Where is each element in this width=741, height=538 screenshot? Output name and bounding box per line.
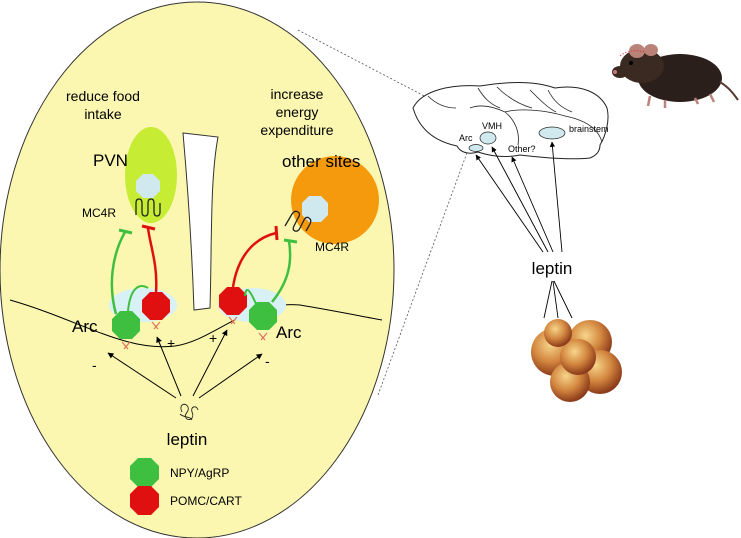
legend-pomc-label: POMC/CART	[170, 494, 242, 508]
npy-projection-right	[271, 240, 292, 303]
mouse-icon	[612, 44, 739, 108]
leptin-label-center: leptin	[167, 430, 208, 449]
reduce-food-intake-label-1: reduce food	[66, 88, 140, 104]
sign-minus-right: -	[265, 353, 270, 369]
leptin-label-right: leptin	[532, 259, 573, 278]
hypothalamus-floor	[9, 299, 383, 348]
brain-vmh-label: VMH	[482, 121, 502, 131]
npy-bar-left	[118, 228, 133, 235]
sign-plus-left: +	[167, 335, 175, 351]
leptin-receptor-left-pomc	[151, 321, 161, 330]
legend-pomc-swatch	[130, 486, 159, 515]
zoom-connector-bottom	[377, 149, 469, 396]
npy-neuron-right	[249, 302, 277, 330]
arc-label-right: Arc	[276, 323, 302, 342]
pomc-neuron-right	[219, 287, 247, 315]
fat-to-leptin-lines	[543, 280, 573, 319]
brain-other-label: Other?	[508, 144, 536, 154]
other-sites-nucleus	[302, 196, 328, 222]
leptin-arrows-right	[475, 141, 563, 253]
legend-npy-swatch	[130, 458, 159, 487]
mc4r-label-right: MC4R	[315, 240, 349, 254]
zoom-connector-top	[297, 29, 433, 101]
arc-nucleus-small	[468, 144, 484, 152]
npy-projection-left	[110, 231, 127, 315]
mc4r-label-left: MC4R	[82, 206, 116, 220]
pomc-neuron-left	[142, 292, 170, 320]
legend-npy-label: NPY/AgRP	[170, 466, 229, 480]
leptin-receptor-right-pomc	[228, 316, 238, 325]
npy-to-pomc-right	[244, 289, 257, 305]
npy-to-pomc-left	[127, 285, 149, 312]
brain-outline	[412, 82, 609, 160]
npy-neuron-left	[112, 311, 140, 339]
leptin-arrows-center	[107, 329, 263, 399]
pvn-nucleus	[136, 174, 160, 198]
brain-arc-label: Arc	[459, 133, 473, 143]
vmh-nucleus	[479, 131, 497, 145]
third-ventricle	[182, 132, 219, 311]
brainstem-nucleus	[538, 126, 566, 140]
pvn-label: PVN	[93, 151, 128, 170]
leptin-receptor-left-npy	[121, 341, 131, 350]
increase-energy-label-3: expenditure	[260, 122, 333, 138]
increase-energy-label-2: energy	[276, 104, 319, 120]
legend: NPY/AgRP POMC/CART	[130, 458, 242, 515]
other-sites-label: other sites	[282, 152, 360, 171]
increase-energy-label-1: increase	[271, 86, 324, 102]
reduce-food-intake-label-2: intake	[84, 106, 122, 122]
brain-sketch: Arc VMH Other? brainstem	[412, 82, 609, 160]
sign-plus-right: +	[209, 330, 217, 346]
pomc-bar-right	[274, 225, 279, 241]
mc4r-receptor-icon-left	[135, 198, 161, 217]
adipose-cluster-icon	[531, 319, 622, 402]
pomc-projection-right	[231, 231, 277, 288]
pomc-bar-left	[141, 224, 156, 231]
leptin-receptor-right-npy	[258, 332, 268, 341]
pomc-projection-left	[146, 227, 158, 293]
npy-bar-right	[283, 238, 298, 244]
brain-brainstem-label: brainstem	[569, 124, 609, 134]
sign-minus-left: -	[92, 357, 97, 373]
mc4r-receptor-icon-right	[284, 210, 312, 232]
arc-label-left: Arc	[72, 317, 98, 336]
leptin-molecule-icon	[179, 403, 199, 421]
